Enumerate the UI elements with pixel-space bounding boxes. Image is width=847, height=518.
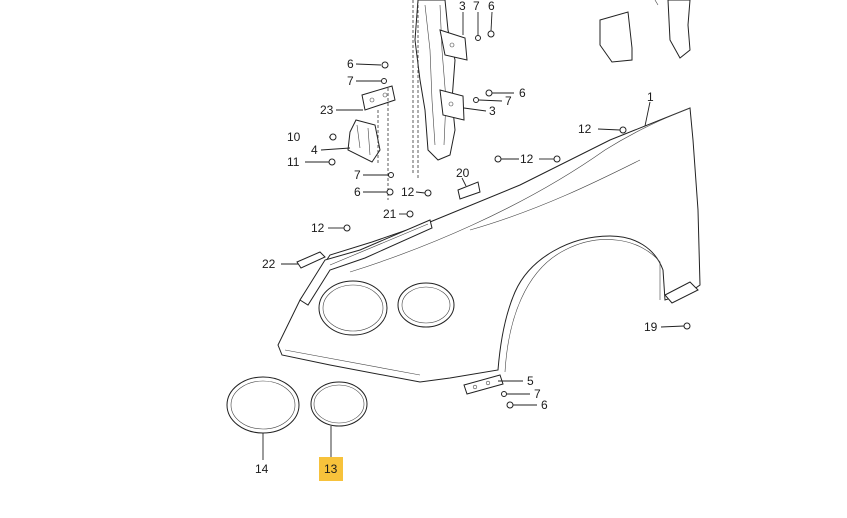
callout-12-center: 12 [520,152,534,166]
front-fender [277,107,701,383]
callout-20: 20 [456,166,470,180]
callout-6-hinge: 6 [347,57,354,71]
callout-6-upper: 6 [488,0,495,13]
callout-12-left: 12 [311,221,325,235]
callout-7-hinge-lower: 7 [354,168,361,182]
seal-13 [310,381,368,427]
callout-21: 21 [383,207,397,221]
callout-13[interactable]: 13 [324,462,338,476]
callout-12-pillar: 12 [401,185,415,199]
bracket-5 [463,374,504,395]
callout-6-right: 6 [519,86,526,100]
callout-13-highlight [319,457,343,481]
callout-22: 22 [262,257,276,271]
callout-10: 10 [287,130,301,144]
callout-7-upper: 7 [473,0,480,13]
callout-1: 1 [647,90,654,104]
bracket-3-upper [439,29,468,61]
top-right-parts [599,0,691,63]
strip-20 [457,181,481,200]
callout-3-lower: 3 [489,104,496,118]
callout-19: 19 [644,320,658,334]
bracket-3-lower [439,89,465,121]
callout-5: 5 [527,374,534,388]
strip-22 [296,251,326,269]
seal-14 [226,376,300,434]
callout-14: 14 [255,462,269,476]
callout-6-bracket: 6 [541,398,548,412]
callout-4: 4 [311,143,318,157]
hinge-assembly [347,85,396,200]
callout-7-hinge: 7 [347,74,354,88]
callout-3-upper: 3 [459,0,466,13]
callout-11: 11 [287,155,300,169]
leader-lines [262,11,685,460]
callout-12-right: 12 [578,122,592,136]
callout-labels: 1 3 7 6 6 7 3 6 7 23 10 4 11 7 6 12 21 1… [255,0,658,481]
support-pillar [412,0,456,180]
callout-6-hinge-lower: 6 [354,185,361,199]
callout-7-right: 7 [505,94,512,108]
callout-7-bracket: 7 [534,387,541,401]
callout-23: 23 [320,103,334,117]
